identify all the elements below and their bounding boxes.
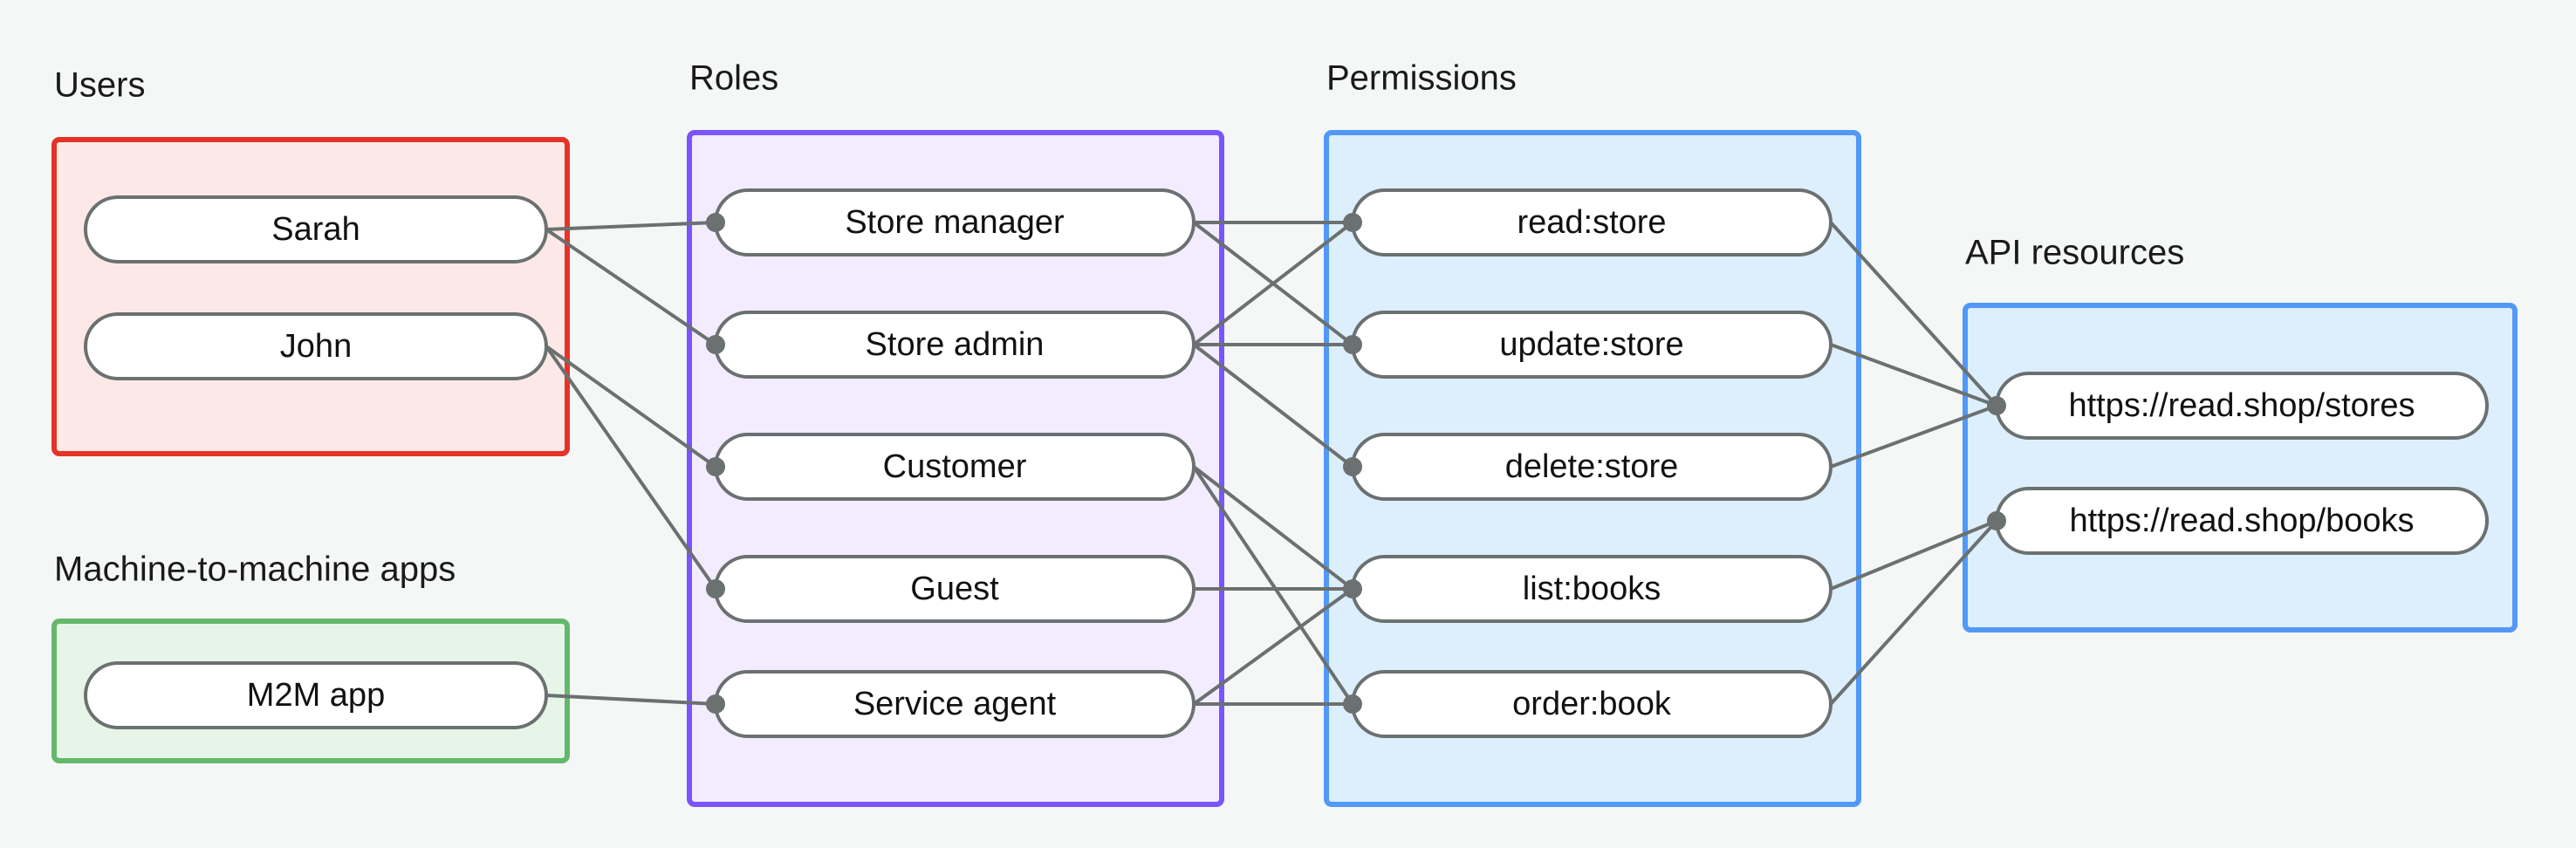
- edge-endpoint-dot-res_stores: [1987, 396, 2006, 415]
- node-label-guest: Guest: [910, 571, 999, 607]
- edge-endpoint-dot-delete_store: [1343, 457, 1362, 476]
- node-label-john: John: [280, 328, 352, 365]
- node-order_book[interactable]: order:book: [1351, 670, 1833, 738]
- node-pill-john[interactable]: [84, 312, 548, 380]
- node-label-list_books: list:books: [1523, 571, 1661, 607]
- node-list_books[interactable]: list:books: [1351, 555, 1833, 623]
- node-label-read_store: read:store: [1517, 204, 1666, 241]
- node-label-store_manager: Store manager: [845, 204, 1065, 241]
- node-label-sarah: Sarah: [271, 211, 360, 248]
- node-pill-m2mapp[interactable]: [84, 661, 548, 729]
- edge-endpoint-dot-guest: [706, 579, 725, 598]
- node-label-res_stores: https://read.shop/stores: [2068, 387, 2415, 424]
- node-label-customer: Customer: [883, 448, 1027, 485]
- node-label-store_admin: Store admin: [866, 326, 1045, 363]
- group-title-users: Users: [54, 66, 145, 105]
- edge-endpoint-dot-store_manager: [706, 213, 725, 232]
- edges-layer: [545, 221, 1998, 706]
- node-label-update_store: update:store: [1499, 326, 1683, 363]
- node-delete_store[interactable]: delete:store: [1351, 433, 1833, 501]
- edge-sarah-to-store_manager: [545, 221, 716, 231]
- edge-store_admin-to-delete_store: [1192, 343, 1354, 468]
- edge-order_book-to-res_books: [1829, 519, 1998, 706]
- edge-customer-to-list_books: [1192, 465, 1354, 591]
- edge-update_store-to-res_stores: [1830, 343, 1997, 407]
- edge-john-to-customer: [545, 345, 717, 468]
- group-title-permissions: Permissions: [1326, 59, 1517, 98]
- edge-endpoint-dot-service_agent: [706, 694, 725, 714]
- group-container-users: [51, 137, 570, 456]
- group-title-api: API resources: [1965, 234, 2184, 272]
- node-res_books[interactable]: https://read.shop/books: [1995, 487, 2489, 555]
- node-label-delete_store: delete:store: [1505, 448, 1679, 485]
- edge-endpoint-dot-customer: [706, 457, 725, 476]
- edge-endpoint-dot-store_admin: [706, 335, 725, 354]
- node-label-res_books: https://read.shop/books: [2069, 503, 2414, 539]
- edge-list_books-to-res_books: [1830, 519, 1997, 591]
- node-update_store[interactable]: update:store: [1351, 311, 1833, 379]
- edge-endpoint-dot-list_books: [1343, 579, 1362, 598]
- group-title-roles: Roles: [689, 59, 778, 98]
- edge-endpoint-dot-read_store: [1343, 213, 1362, 232]
- edge-john-to-guest: [545, 345, 717, 591]
- node-store_manager[interactable]: Store manager: [714, 188, 1196, 256]
- group-title-m2m: Machine-to-machine apps: [54, 551, 456, 589]
- group-container-api: [1963, 303, 2518, 633]
- edge-delete_store-to-res_stores: [1830, 404, 1997, 468]
- node-pill-sarah[interactable]: [84, 195, 548, 263]
- edge-store_admin-to-read_store: [1192, 221, 1354, 346]
- edge-service_agent-to-list_books: [1192, 587, 1354, 706]
- node-label-service_agent: Service agent: [853, 686, 1057, 722]
- edge-endpoint-dots-layer: [706, 213, 2006, 714]
- edge-m2mapp-to-service_agent: [545, 694, 716, 706]
- node-res_stores[interactable]: https://read.shop/stores: [1995, 372, 2489, 440]
- edge-sarah-to-store_admin: [545, 228, 717, 346]
- edge-endpoint-dot-update_store: [1343, 335, 1362, 354]
- node-customer[interactable]: Customer: [714, 433, 1196, 501]
- node-guest[interactable]: Guest: [714, 555, 1196, 623]
- node-label-m2mapp: M2M app: [247, 677, 385, 714]
- edge-customer-to-order_book: [1192, 465, 1354, 706]
- node-john[interactable]: John: [84, 312, 548, 380]
- node-read_store[interactable]: read:store: [1351, 188, 1833, 256]
- node-label-order_book: order:book: [1512, 686, 1672, 722]
- node-m2mapp[interactable]: M2M app: [84, 661, 548, 729]
- edge-endpoint-dot-order_book: [1343, 694, 1362, 714]
- node-sarah[interactable]: Sarah: [84, 195, 548, 263]
- edge-endpoint-dot-res_books: [1987, 511, 2006, 530]
- edge-read_store-to-res_stores: [1829, 221, 1998, 407]
- node-store_admin[interactable]: Store admin: [714, 311, 1196, 379]
- node-service_agent[interactable]: Service agent: [714, 670, 1196, 738]
